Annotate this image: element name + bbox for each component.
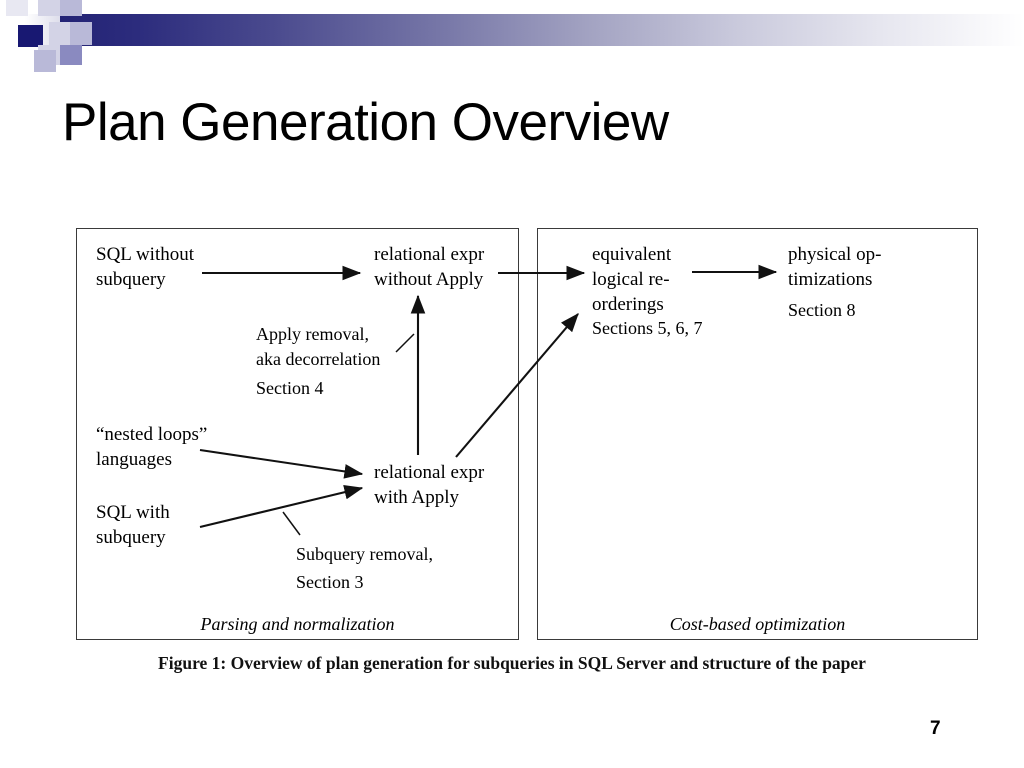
annotation-subquery-removal: Subquery removal, xyxy=(296,544,433,564)
panel-cost-based-optimization xyxy=(537,228,978,640)
figure-caption: Figure 1: Overview of plan generation fo… xyxy=(158,653,866,673)
deco-square-3 xyxy=(60,0,82,16)
deco-square-1 xyxy=(6,0,28,16)
panel-parsing-and-normalization xyxy=(76,228,519,640)
node-sql-with-subquery: SQL with subquery xyxy=(96,502,170,548)
node-physical-optimizations-section: Section 8 xyxy=(788,300,856,320)
deco-square-5 xyxy=(70,22,92,45)
page-number: 7 xyxy=(930,718,941,739)
node-physical-optimizations: physical op- timizations xyxy=(788,244,882,290)
annotation-apply-removal: Apply removal, aka decorrelation xyxy=(256,324,381,369)
node-relational-expr-without-apply: relational expr without Apply xyxy=(374,244,485,290)
page-title: Plan Generation Overview xyxy=(62,93,669,152)
node-sql-without-subquery: SQL without subquery xyxy=(96,244,194,290)
node-equivalent-logical-reorderings-section: Sections 5, 6, 7 xyxy=(592,318,703,338)
annotation-apply-removal-section: Section 4 xyxy=(256,378,324,398)
node-relational-expr-with-apply: relational expr with Apply xyxy=(374,462,485,508)
annotation-subquery-removal-section: Section 3 xyxy=(296,572,364,592)
deco-square-4 xyxy=(49,22,70,45)
header-gradient-bar xyxy=(60,14,1024,46)
deco-square-8 xyxy=(34,50,56,72)
deco-square-7 xyxy=(60,45,82,65)
panel-caption-parsing: Parsing and normalization xyxy=(200,614,395,634)
header-decoration xyxy=(0,0,1024,72)
panel-caption-cost-based: Cost-based optimization xyxy=(669,614,846,634)
node-nested-loops-languages: “nested loops” languages xyxy=(96,424,208,470)
deco-square-2 xyxy=(38,0,60,16)
node-equivalent-logical-reorderings: equivalent logical re- orderings xyxy=(592,244,672,315)
deco-square-navy xyxy=(18,25,43,47)
